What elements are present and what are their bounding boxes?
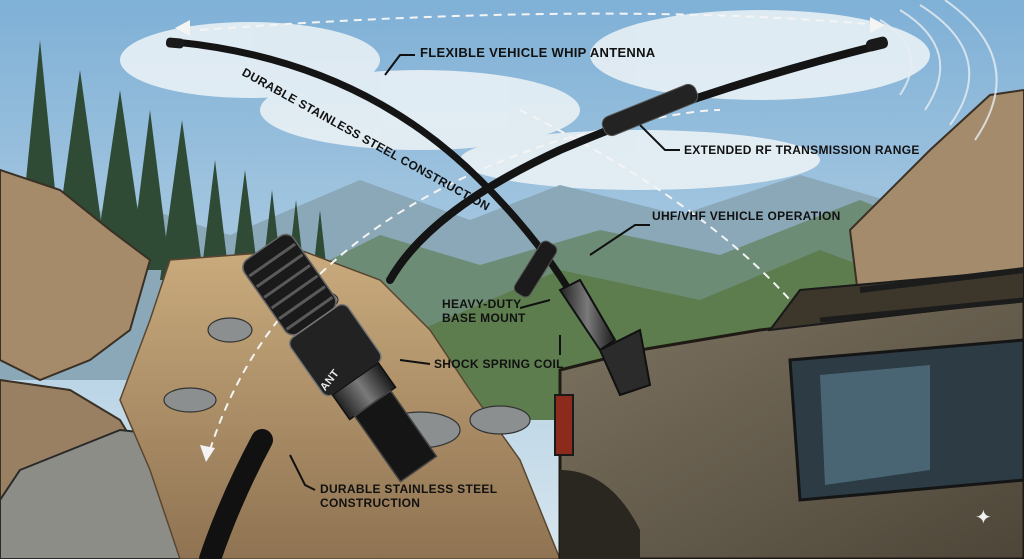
flex-arcs: [199, 12, 881, 451]
rf-waves: [879, 0, 998, 141]
label-steel-construction-bottom: DURABLE STAINLESS STEEL CONSTRUCTION: [320, 482, 498, 511]
braided-sleeve: [601, 83, 699, 137]
pickup-truck: [554, 267, 1024, 559]
label-whip-antenna: FLEXIBLE VEHICLE WHIP ANTENNA: [420, 45, 656, 60]
spring-coil-right: [513, 240, 558, 298]
sparkle-icon: ✦: [975, 505, 992, 529]
whip-antenna-right: [386, 41, 884, 284]
leader-lines: [289, 54, 680, 491]
base-mount-plate: [598, 328, 652, 397]
antenna-tip-left: [165, 37, 185, 49]
foreground-antenna-base: [242, 233, 438, 483]
rocks-left: [0, 168, 152, 382]
arc-arrowheads: [175, 17, 885, 462]
label-rf-range: EXTENDED RF TRANSMISSION RANGE: [684, 143, 920, 157]
label-uhf-vhf: UHF/VHF VEHICLE OPERATION: [652, 209, 841, 223]
label-base-mount: HEAVY-DUTY BASE MOUNT: [442, 297, 526, 326]
label-base-mount-line1: HEAVY-DUTY: [442, 297, 522, 311]
clouds: [120, 10, 930, 190]
label-steel-bottom-line1: DURABLE STAINLESS STEEL: [320, 482, 498, 496]
label-spring-coil: SHOCK SPRING COIL: [434, 357, 564, 371]
base-mount-right: [558, 278, 617, 352]
foreground-cable: [199, 429, 273, 559]
label-base-mount-line2: BASE MOUNT: [442, 310, 526, 325]
label-steel-bottom-line2: CONSTRUCTION: [320, 495, 421, 510]
antenna-tip-right: [865, 36, 889, 52]
